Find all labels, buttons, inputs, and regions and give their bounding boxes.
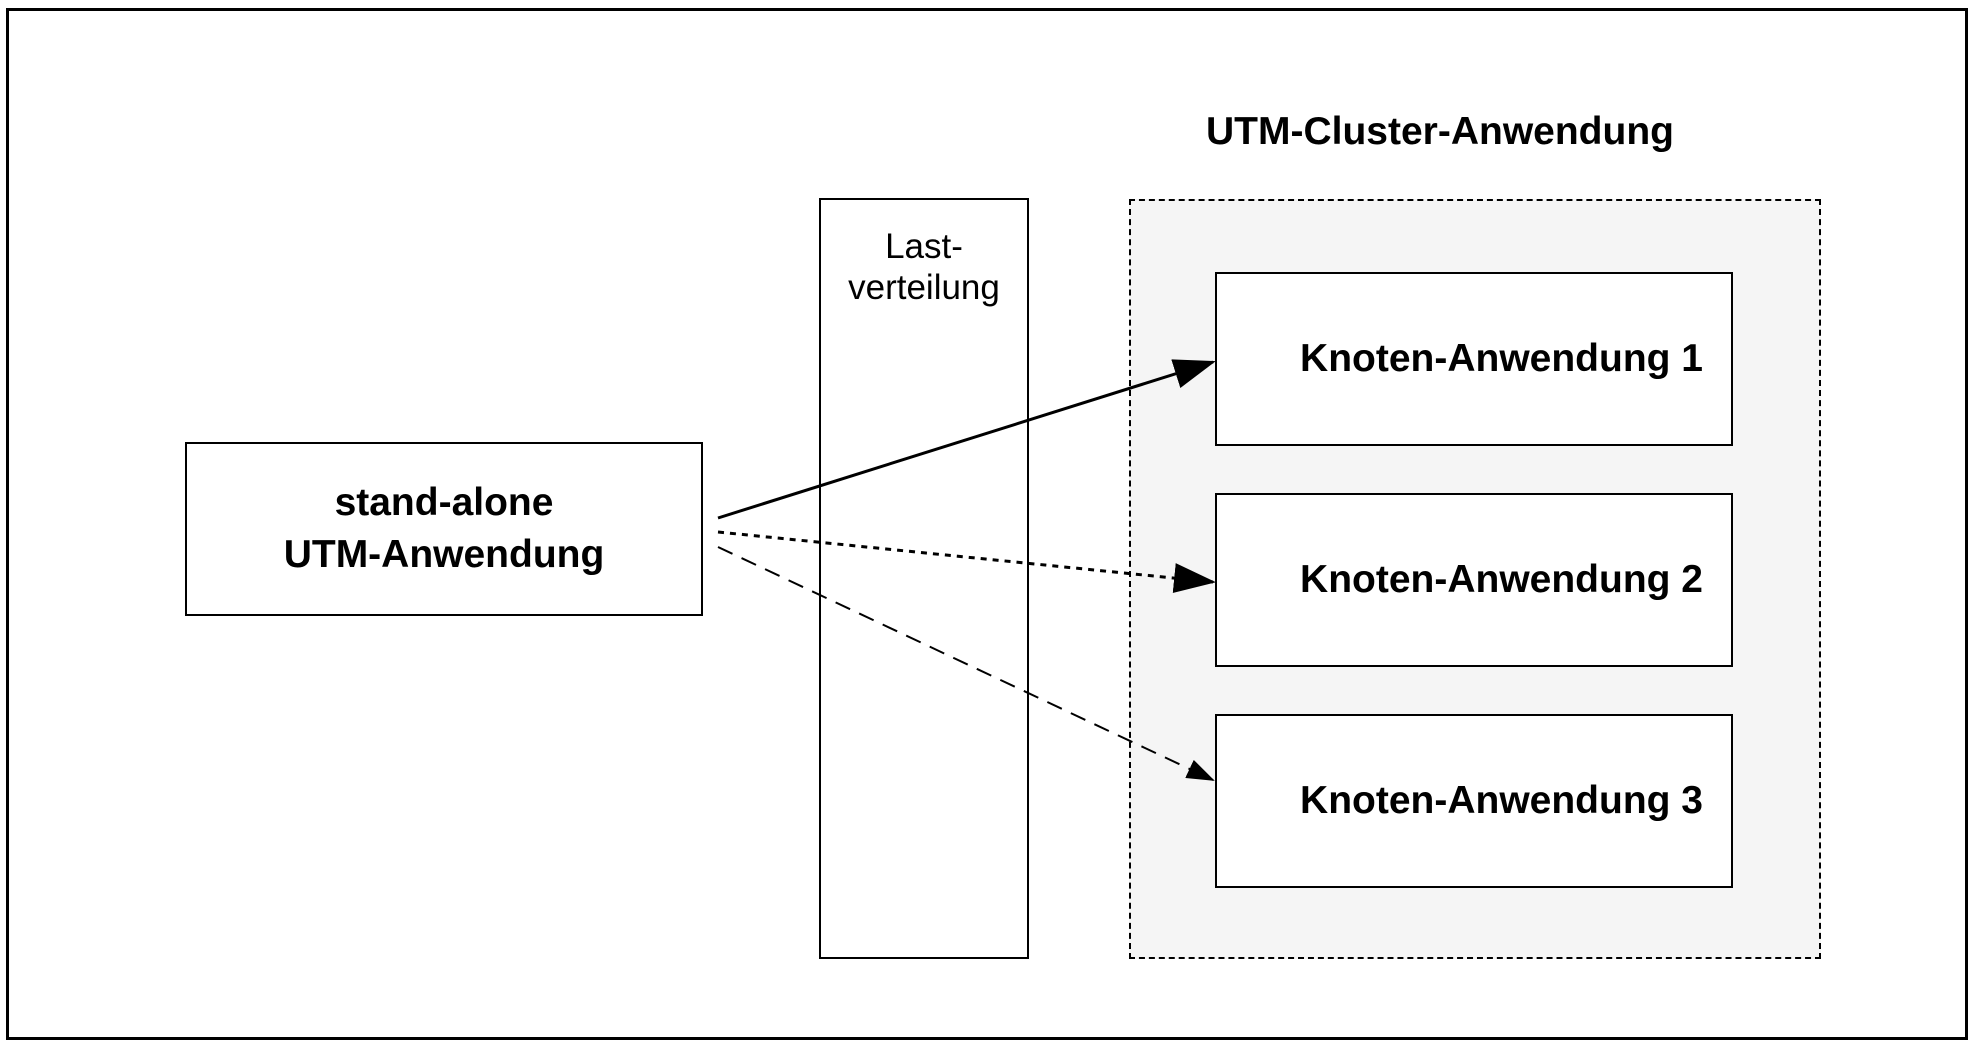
node-app-1-label: Knoten-Anwendung 1	[1300, 337, 1703, 380]
load-balancer-label-line2: verteilung	[848, 268, 1000, 307]
node-app-3-box: Knoten-Anwendung 3	[1215, 714, 1733, 888]
standalone-label-line1: stand-alone	[334, 481, 554, 524]
node-app-3-label: Knoten-Anwendung 3	[1300, 779, 1703, 822]
node-app-1-box: Knoten-Anwendung 1	[1215, 272, 1733, 446]
standalone-label-line2: UTM-Anwendung	[283, 533, 605, 576]
node-app-2-label: Knoten-Anwendung 2	[1300, 558, 1703, 601]
load-balancer-label-line1: Last-	[885, 227, 963, 266]
node-app-2-box: Knoten-Anwendung 2	[1215, 493, 1733, 667]
cluster-title: UTM-Cluster-Anwendung	[1206, 110, 1674, 153]
load-balancer-box: Last- verteilung	[819, 198, 1029, 959]
standalone-app-box: stand-alone UTM-Anwendung	[185, 442, 703, 616]
